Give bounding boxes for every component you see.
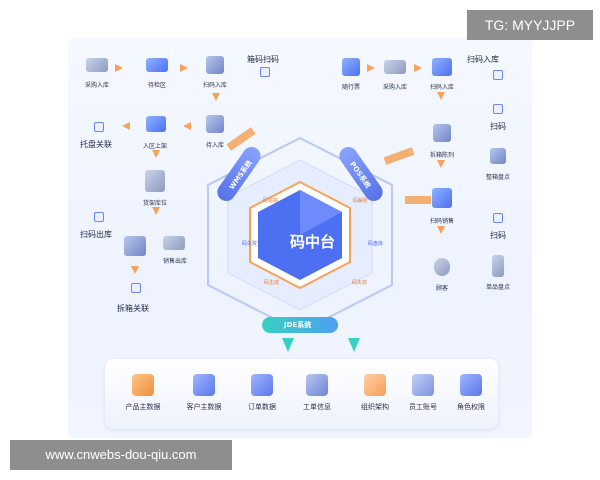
arrow-icon xyxy=(122,122,130,130)
scan-icon xyxy=(94,212,104,222)
arrow-icon xyxy=(180,64,188,72)
role-permission-icon xyxy=(460,374,482,396)
bottom-item-role[interactable]: 角色权限 xyxy=(441,374,501,412)
jde-banner xyxy=(262,317,338,333)
arrow-icon xyxy=(212,93,220,101)
orange-arrow-right-2 xyxy=(405,196,431,204)
bottom-item-label: 客户主数据 xyxy=(186,403,222,411)
arrow-icon xyxy=(437,160,445,168)
org-chart-icon xyxy=(364,374,386,396)
right-whole-box-count-label: 整箱盘点 xyxy=(485,174,511,181)
arrow-icon xyxy=(152,207,160,215)
scan-icon xyxy=(493,104,503,114)
arrow-icon xyxy=(131,266,139,274)
forklift-icon xyxy=(432,58,452,76)
right-unpack-display-label: 拆箱陈列 xyxy=(429,152,455,159)
left-pallet-link-label: 托盘关联 xyxy=(80,140,112,149)
bottom-item-label: 工单信息 xyxy=(303,403,331,411)
left-pending-in-label: 待入库 xyxy=(205,142,225,149)
right-scan2-label: 扫码 xyxy=(490,231,506,240)
watermark-tag: TG: MYYJJPP xyxy=(467,10,593,40)
box-icon xyxy=(206,56,224,74)
scan-icon xyxy=(260,67,270,77)
left-inbound-shelf-label: 入区上架 xyxy=(142,143,168,150)
scanner-icon xyxy=(432,188,452,208)
left-box-scan-label: 箱码扫码 xyxy=(247,55,279,64)
bottom-item-order[interactable]: 订单数据 xyxy=(232,374,292,412)
scan-icon xyxy=(493,213,503,223)
teal-arrow-right xyxy=(348,338,360,352)
forklift-icon xyxy=(146,116,166,132)
left-goods-shelf-label: 货架库位 xyxy=(142,200,168,207)
bottom-item-workorder[interactable]: 工单信息 xyxy=(287,374,347,412)
truck-icon xyxy=(163,236,185,250)
product-data-icon xyxy=(132,374,154,396)
conveyor-icon xyxy=(146,58,168,72)
box-icon xyxy=(206,115,224,133)
left-scan-in-label: 扫码入库 xyxy=(202,82,228,89)
bottom-item-product[interactable]: 产品主数据 xyxy=(113,374,173,412)
scan-icon xyxy=(131,283,141,293)
user-icon xyxy=(434,258,450,276)
customer-data-icon xyxy=(193,374,215,396)
right-customer-label: 顾客 xyxy=(435,285,449,292)
right-scan-label: 扫码 xyxy=(490,122,506,131)
bottom-item-label: 员工账号 xyxy=(409,403,437,411)
hub-tag-trace: 码追踪 xyxy=(263,198,279,204)
arrow-icon xyxy=(367,64,375,72)
hub-tag-inventory: 码盘库 xyxy=(368,241,384,247)
employee-icon xyxy=(412,374,434,396)
box-icon xyxy=(433,124,451,142)
right-purchase-in-label: 采购入库 xyxy=(382,84,408,91)
document-icon xyxy=(342,58,360,76)
teal-arrow-left xyxy=(282,338,294,352)
arrow-icon xyxy=(115,64,123,72)
arrow-icon xyxy=(437,226,445,234)
hub-tag-fail: 码失败 xyxy=(242,241,258,247)
hub-tag-generate: 码生成 xyxy=(264,280,280,286)
hub-tag-expire: 码失效 xyxy=(352,280,368,286)
hub-tag-parse: 码解析 xyxy=(353,198,369,204)
bottom-item-org[interactable]: 组织架构 xyxy=(345,374,405,412)
truck-icon xyxy=(86,58,108,72)
scan-icon xyxy=(94,122,104,132)
bottom-item-label: 角色权限 xyxy=(457,403,485,411)
center-title: 码中台 xyxy=(290,233,336,251)
left-sales-out-label: 销售出库 xyxy=(162,258,188,265)
arrow-icon xyxy=(414,64,422,72)
scan-icon xyxy=(493,70,503,80)
bottom-item-employee[interactable]: 员工账号 xyxy=(393,374,453,412)
workorder-icon xyxy=(306,374,328,396)
box-icon xyxy=(490,148,506,164)
bottom-item-label: 订单数据 xyxy=(248,403,276,411)
box-icon xyxy=(124,236,146,256)
left-wait-zone-label: 待检区 xyxy=(147,82,167,89)
right-scan-in-big-label: 扫码入库 xyxy=(467,55,499,64)
truck-icon xyxy=(384,60,406,74)
left-unpack-link-label: 拆箱关联 xyxy=(117,304,149,313)
order-data-icon xyxy=(251,374,273,396)
bottom-item-label: 组织架构 xyxy=(361,403,389,411)
arrow-icon xyxy=(437,92,445,100)
bottom-item-customer[interactable]: 客户主数据 xyxy=(174,374,234,412)
arrow-icon xyxy=(152,150,160,158)
jde-banner-label: JDE系统 xyxy=(284,321,312,329)
right-single-count-label: 单品盘点 xyxy=(485,284,511,291)
right-slip-label: 随行票 xyxy=(341,84,361,91)
hexagon-hub xyxy=(207,136,393,334)
left-purchase-in-label: 采购入库 xyxy=(84,82,110,89)
left-scan-out-label: 扫码出库 xyxy=(80,230,112,239)
bottom-item-label: 产品主数据 xyxy=(125,403,161,411)
shelf-icon xyxy=(145,170,165,192)
bottle-icon xyxy=(492,255,504,277)
arrow-icon xyxy=(183,122,191,130)
right-scan-in-label: 扫码入库 xyxy=(429,84,455,91)
watermark-url: www.cnwebs-dou-qiu.com xyxy=(10,440,232,470)
right-scan-sale-label: 扫码销售 xyxy=(429,218,455,225)
